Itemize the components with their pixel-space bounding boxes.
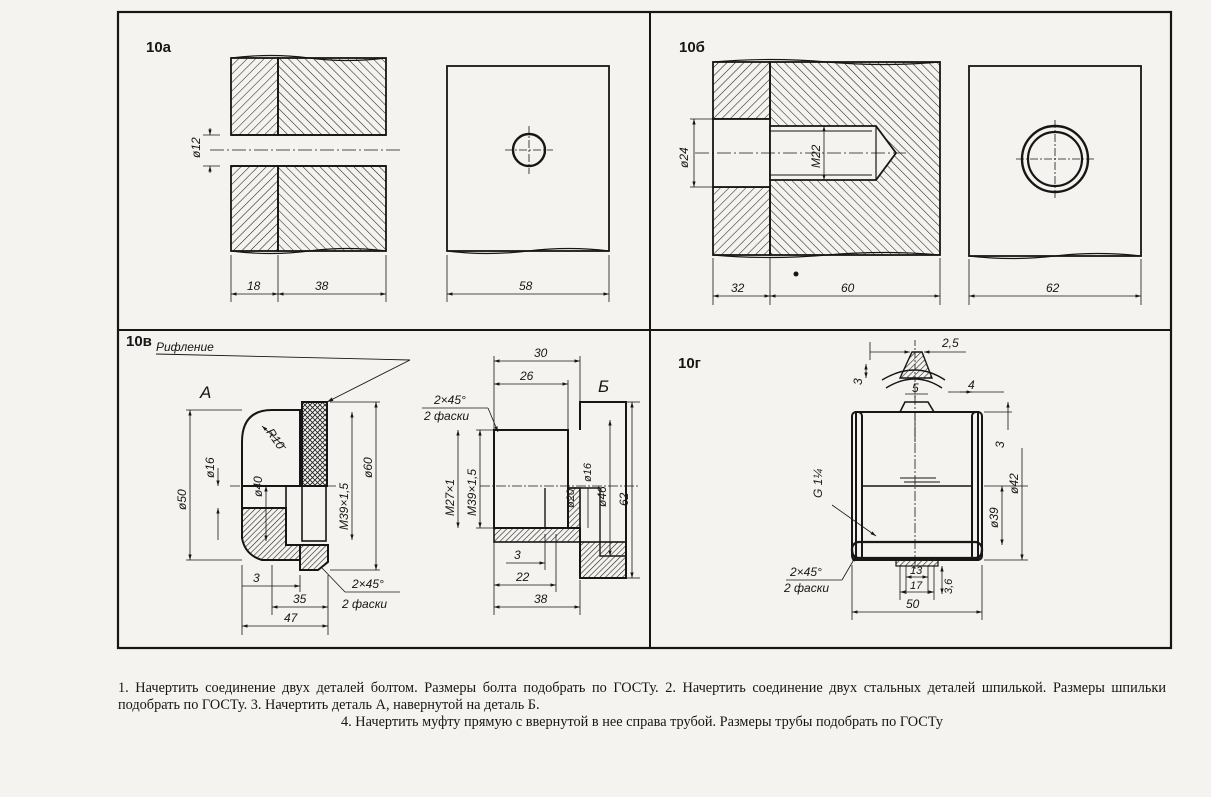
dim-b-chamfer-note: 2 фаски — [423, 409, 469, 423]
dim-a-d50: ø50 — [175, 489, 189, 510]
dim-g-5: 5 — [912, 381, 919, 395]
bolt-joint-plan-view: 58 — [446, 65, 610, 302]
panel-label-10b: 10б — [679, 39, 705, 56]
dim-b-d20: ø20 — [565, 488, 577, 508]
dim-g-13: 13 — [910, 565, 923, 577]
dim-b-w22: 22 — [515, 570, 530, 584]
dim-a-chamfer: 2×45° — [351, 577, 384, 591]
assignment-line-1: 1. Начертить соединение двух деталей бол… — [118, 680, 858, 696]
dim-g-4: 4 — [968, 378, 975, 392]
bolt-joint-section: ø12 18 38 — [189, 54, 400, 302]
assignment-line-2: стальных деталей шпилькой. Размеры шпиль… — [118, 680, 1166, 713]
dim-hole-diameter: ø12 — [189, 137, 203, 158]
pipe-coupling: 2,5 3 5 4 3 — [783, 336, 1028, 620]
knurl-label: Рифление — [156, 340, 214, 354]
dim-b-thread2: M27×1 — [443, 479, 457, 516]
sheet-frame — [116, 10, 1173, 650]
dim-g-2-5: 2,5 — [941, 336, 959, 350]
dim-width-1: 18 — [247, 279, 261, 293]
dim-a-d16: ø16 — [203, 457, 217, 478]
dim-g-17: 17 — [910, 580, 923, 592]
dim-a-thread: M39×1,5 — [337, 483, 351, 530]
dim-a-radius: R10 — [264, 426, 288, 452]
dim-a-w3: 3 — [253, 571, 260, 585]
assignment-line-3: 4. Начертить муфту прямую с ввернутой в … — [341, 714, 943, 730]
part-b-label: Б — [598, 377, 609, 396]
dim-g-chamfer: 2×45° — [789, 565, 822, 579]
stud-joint-plan-view: 62 — [968, 65, 1142, 305]
dim-g-3-6: 3,6 — [943, 578, 955, 594]
dim-b-w30: 30 — [534, 346, 548, 360]
dim-g-w50: 50 — [906, 597, 920, 611]
dim-g-3a: 3 — [851, 378, 865, 385]
panel-10v: 10в Рифление А ø50 ø16 ø40 — [126, 333, 640, 635]
dim-a-w47: 47 — [284, 611, 299, 625]
dim-b-width-3: 62 — [1046, 281, 1060, 295]
dim-width-3: 58 — [519, 279, 533, 293]
panel-label-10g: 10г — [678, 355, 701, 372]
dim-b-thread1: M39×1,5 — [465, 469, 479, 516]
part-a-nut: А ø50 ø16 ø40 R10 ø60 — [175, 383, 400, 635]
part-b-fitting: Б 62 ø46 ø16 ø20 M39×1,5 M27×1 — [422, 346, 640, 615]
dim-b-w3: 3 — [514, 548, 521, 562]
dim-a-chamfer-note: 2 фаски — [341, 597, 387, 611]
dim-a-w35: 35 — [293, 592, 307, 606]
assignment-text: 1. Начертить соединение двух деталей бол… — [118, 680, 1166, 731]
dim-g-3b: 3 — [993, 441, 1007, 448]
panel-10a: 10а ø12 18 38 — [146, 39, 610, 302]
dim-b-width-1: 32 — [731, 281, 745, 295]
dim-b-d46: ø46 — [595, 486, 609, 507]
dim-a-d60: ø60 — [361, 457, 375, 478]
dim-g-chamfer-note: 2 фаски — [783, 581, 829, 595]
dim-g-pipe-thread: G 1¼ — [811, 469, 825, 498]
dim-b-chamfer: 2×45° — [433, 393, 466, 407]
dim-b-w26: 26 — [519, 369, 534, 383]
dim-b-width-2: 60 — [841, 281, 855, 295]
dim-b-w38: 38 — [534, 592, 548, 606]
panel-label-10a: 10а — [146, 39, 172, 56]
part-a-label: А — [199, 383, 211, 402]
dim-width-2: 38 — [315, 279, 329, 293]
panel-10g: 10г 2,5 3 — [678, 336, 1028, 620]
dim-a-d40: ø40 — [251, 476, 265, 497]
dim-g-d42: ø42 — [1007, 473, 1021, 494]
dim-g-d39: ø39 — [987, 507, 1001, 528]
dim-b-h62: 62 — [617, 492, 631, 506]
panel-label-10v: 10в — [126, 333, 152, 350]
stud-joint-section: ø24 M22 32 60 — [677, 58, 941, 305]
dim-stud-thread: M22 — [809, 144, 823, 168]
dim-bore-diameter: ø24 — [677, 147, 691, 168]
dim-b-d16: ø16 — [582, 462, 594, 482]
panel-10b: 10б ø24 M22 32 60 — [677, 39, 1142, 305]
